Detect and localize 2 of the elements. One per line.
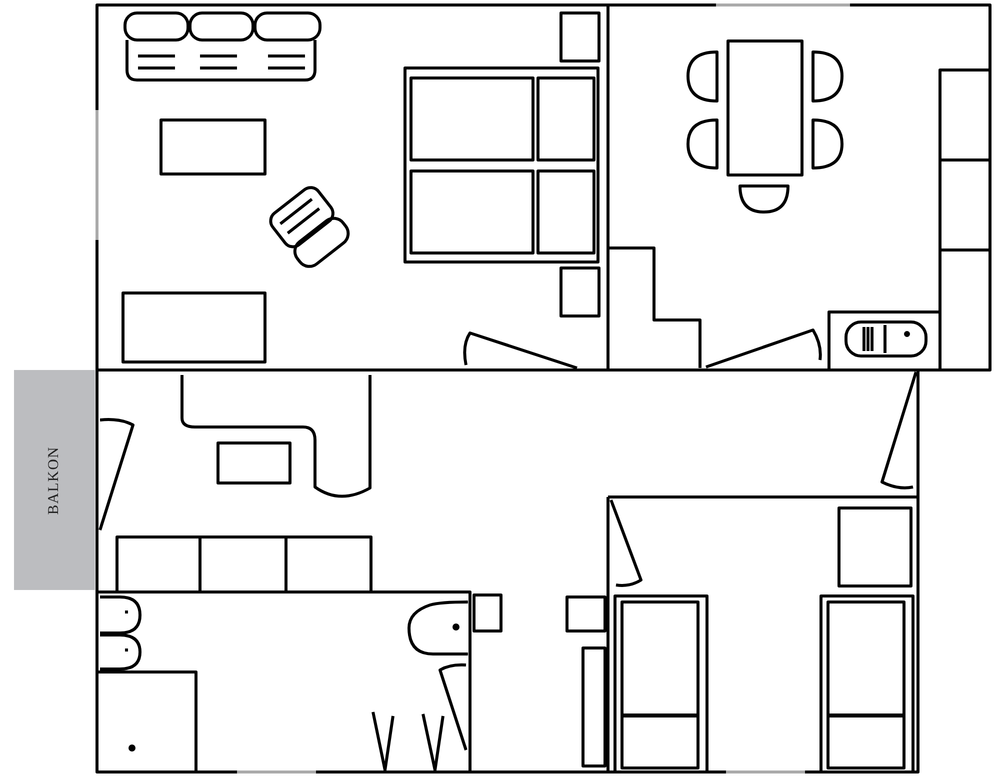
balcony-area — [14, 370, 95, 590]
room-label: BALKON — [46, 446, 63, 514]
